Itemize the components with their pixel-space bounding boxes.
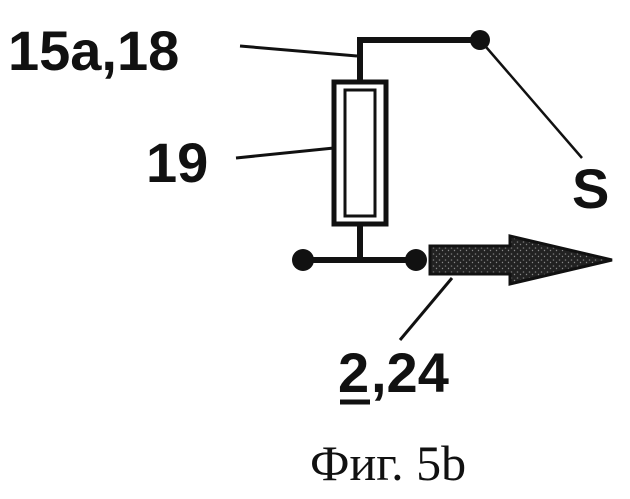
resistor-outer <box>334 82 386 224</box>
leader-line-19 <box>236 148 334 158</box>
output-arrow <box>430 236 612 284</box>
leader-line-2-24 <box>400 278 452 340</box>
switch-contact-line <box>480 40 582 158</box>
bottom-left-terminal-dot <box>292 249 314 271</box>
label-s: S <box>572 157 609 220</box>
figure-caption: Фиг. 5b <box>310 435 466 491</box>
label-19: 19 <box>146 131 208 194</box>
resistor-inner <box>345 90 375 216</box>
bottom-right-terminal-dot <box>405 249 427 271</box>
label-24: ,24 <box>371 341 449 404</box>
leader-line-15a18 <box>240 46 357 56</box>
label-2: 2 <box>338 341 369 404</box>
label-15a18: 15a,18 <box>8 19 179 82</box>
